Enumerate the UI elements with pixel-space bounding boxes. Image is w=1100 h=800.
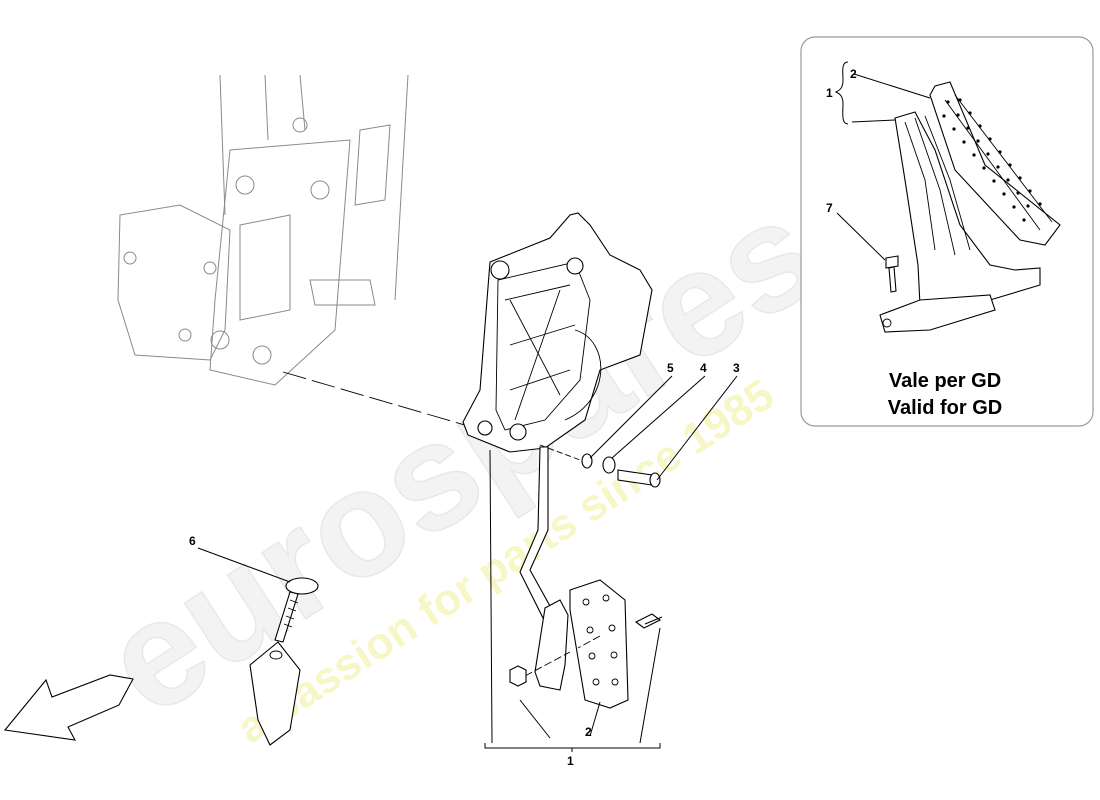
callout-3: 3 bbox=[733, 361, 740, 375]
pedal-box-bracket bbox=[117, 74, 409, 386]
callout-6: 6 bbox=[189, 534, 196, 548]
inset-accelerator-pedal bbox=[879, 81, 1061, 333]
inset-panel: 1 2 7 Vale per GD Valid for GD bbox=[800, 36, 1094, 427]
callout-1-bottom: 1 bbox=[567, 754, 574, 768]
assembly-line-pad-nut bbox=[524, 635, 601, 677]
inset-callout-2: 2 bbox=[850, 67, 857, 81]
callout-2-bottom: 2 bbox=[585, 725, 592, 739]
watermark: eurospares a passion for parts since 198… bbox=[75, 165, 846, 754]
callout-5: 5 bbox=[667, 361, 674, 375]
washers-and-bolt bbox=[539, 444, 661, 488]
inset-caption-line2: Valid for GD bbox=[888, 397, 1002, 419]
assembly-line-bracket bbox=[282, 371, 476, 429]
inset-caption-line1: Vale per GD bbox=[889, 370, 1001, 392]
inset-callout-7: 7 bbox=[826, 201, 833, 215]
pedal-housing bbox=[462, 212, 653, 453]
pedal-stop bbox=[249, 577, 319, 746]
pad-nut bbox=[509, 665, 527, 687]
inset-callout-1: 1 bbox=[826, 86, 833, 100]
pedal-pad bbox=[534, 579, 629, 709]
direction-arrow-icon bbox=[3, 674, 134, 741]
watermark-brand: eurospares bbox=[76, 165, 846, 746]
callout-4: 4 bbox=[700, 361, 707, 375]
leader-lines bbox=[197, 375, 738, 752]
pad-screw bbox=[634, 613, 663, 629]
inset-pad-dots bbox=[942, 98, 1042, 222]
